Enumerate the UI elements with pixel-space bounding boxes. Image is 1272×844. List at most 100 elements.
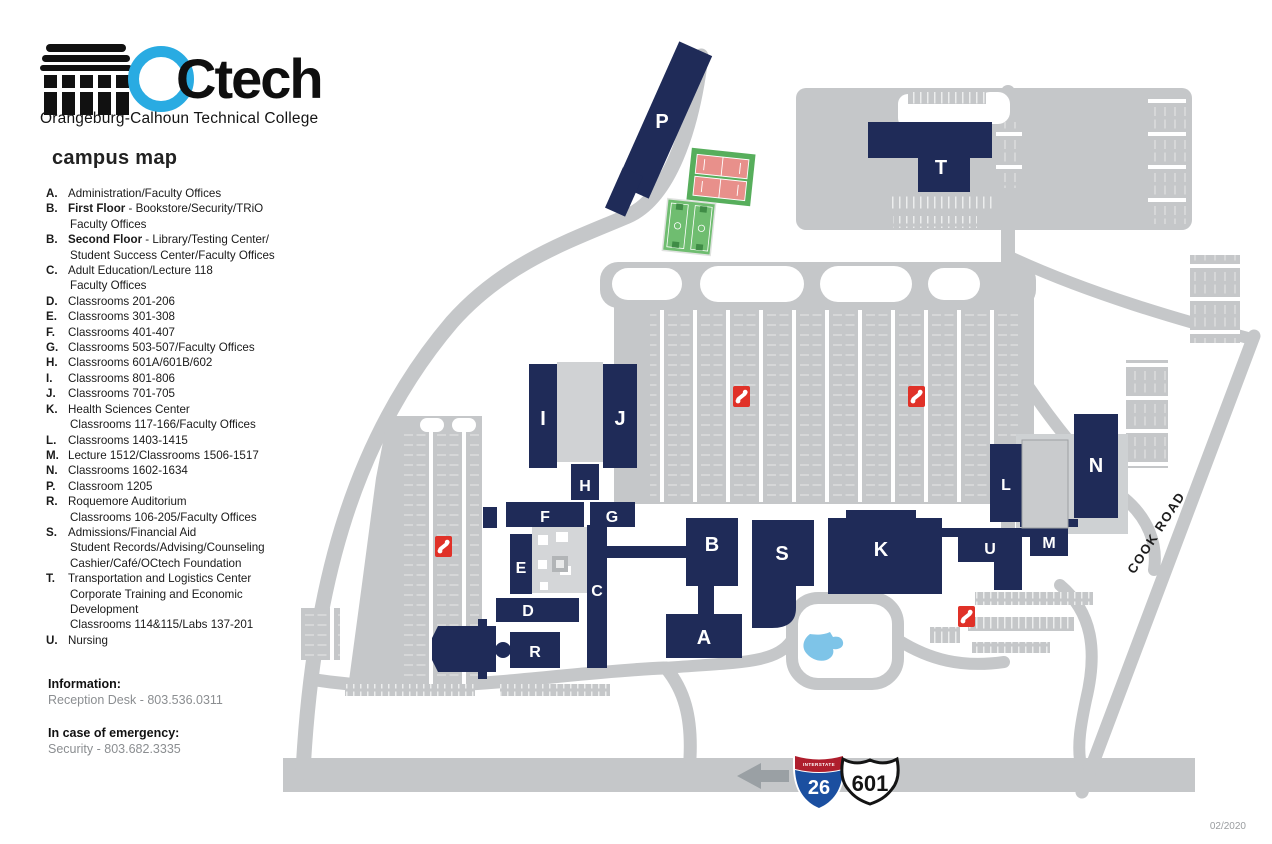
security-phone: Security - 803.682.3335: [48, 742, 181, 756]
wordmark-text: Ctech: [176, 47, 324, 110]
legend-item: J.Classrooms 701-705: [46, 387, 175, 401]
building-p-label: P: [655, 111, 668, 133]
building-t: [918, 158, 970, 192]
connector-c-b: [605, 546, 688, 558]
building-h: [571, 464, 599, 500]
legend-item: B.Second Floor - Library/Testing Center/…: [46, 233, 275, 262]
auditorium-rotunda: [495, 642, 511, 658]
legend-item: L.Classrooms 1403-1415: [46, 433, 188, 447]
interstate-26-shield: INTERSTATE 26: [793, 754, 845, 810]
campus-loop-road: [295, 48, 709, 780]
building-d: [496, 598, 579, 622]
building-i: [529, 364, 557, 468]
building-u: [958, 532, 1022, 562]
legend-item: M.Lecture 1512/Classrooms 1506-1517: [46, 448, 259, 462]
building-f-label: F: [540, 509, 550, 526]
building-f: [506, 502, 584, 527]
building-k: [846, 510, 916, 520]
legend-item: A.Administration/Faculty Offices: [46, 187, 222, 200]
building-l-label: L: [1001, 477, 1011, 494]
buildings: [432, 41, 1118, 679]
interstate-number: 26: [808, 777, 830, 799]
basketball-courts: [661, 197, 717, 257]
building-s: [752, 520, 814, 586]
map-date: 02/2020: [1209, 821, 1246, 832]
building-e-label: E: [516, 560, 527, 577]
emergency-heading: In case of emergency:: [48, 726, 180, 740]
legend-item: I.Classrooms 801-806: [46, 371, 175, 385]
building-a-label: A: [697, 627, 711, 649]
building-r: [510, 632, 560, 668]
building-g-label: G: [606, 509, 618, 526]
building-p-annex: [605, 167, 643, 217]
building-h-label: H: [579, 478, 591, 495]
west-arrow-icon: [737, 763, 789, 789]
building-labels: P T I J H F G E C D R A B S K U M N L: [516, 111, 1104, 661]
building-c-label: C: [591, 583, 603, 600]
building-j-label: J: [614, 408, 625, 430]
building-n-label: N: [1089, 455, 1103, 477]
building-b-label: B: [705, 534, 719, 556]
octech-o-ring-icon: [128, 46, 194, 112]
octech-columns-logo: [40, 44, 132, 123]
pond: [803, 632, 844, 661]
emergency-phone-icon: [733, 386, 750, 407]
building-s-label: S: [775, 543, 788, 565]
us-route-number: 601: [852, 771, 889, 796]
emergency-phone-icon: [908, 386, 925, 407]
building-j: [603, 364, 637, 468]
legend-item: H.Classrooms 601A/601B/602: [46, 356, 213, 370]
building-u: [994, 562, 1022, 590]
building-g: [587, 525, 607, 553]
reception-phone: Reception Desk - 803.536.0311: [48, 693, 223, 707]
connector-b-a: [698, 586, 714, 616]
legend-item: N.Classrooms 1602-1634: [46, 464, 188, 478]
emergency-phone-icon: [435, 536, 452, 557]
college-name: Orangeburg-Calhoun Technical College: [40, 110, 319, 127]
building-m-label: M: [1042, 535, 1055, 552]
building-g: [590, 502, 635, 527]
legend-item: G.Classrooms 503-507/Faculty Offices: [46, 341, 255, 355]
building-f-annex: [483, 507, 497, 528]
columns-portico-icon: [40, 44, 132, 115]
building-n: [1074, 414, 1118, 518]
contact-info: Information: Reception Desk - 803.536.03…: [48, 676, 223, 757]
building-a: [666, 614, 742, 658]
legend-item: P.Classroom 1205: [46, 479, 153, 493]
legend-item: D.Classrooms 201-206: [46, 294, 175, 308]
building-m: [1030, 526, 1068, 556]
legend: A.Administration/Faculty Offices B.First…: [46, 186, 334, 648]
building-l: [990, 444, 1022, 522]
building-i-label: I: [540, 408, 546, 430]
pond-loop-road: [786, 592, 904, 690]
building-k-label: K: [874, 539, 889, 561]
roquemore-auditorium: [432, 619, 496, 679]
us-601-shield: 601: [840, 756, 900, 806]
legend-item: F.Classrooms 401-407: [46, 325, 175, 339]
legend-item: U.Nursing: [46, 633, 108, 647]
building-d-label: D: [522, 603, 534, 620]
emergency-phone-icon: [958, 606, 975, 627]
page-title: campus map: [52, 147, 178, 169]
building-u-label: U: [984, 541, 996, 558]
building-t-label: T: [935, 157, 947, 179]
building-s: [752, 584, 796, 628]
legend-item: E.Classrooms 301-308: [46, 310, 175, 324]
building-p: [615, 41, 713, 199]
information-heading: Information:: [48, 677, 121, 691]
building-b: [686, 518, 738, 586]
interstate-label: INTERSTATE: [803, 762, 835, 767]
building-c: [587, 548, 607, 668]
gray-structure: [1021, 439, 1069, 529]
octech-wordmark: Ctech: [128, 46, 324, 112]
building-t: [868, 122, 992, 158]
tennis-courts: [686, 147, 756, 207]
cook-road: [1075, 329, 1261, 799]
